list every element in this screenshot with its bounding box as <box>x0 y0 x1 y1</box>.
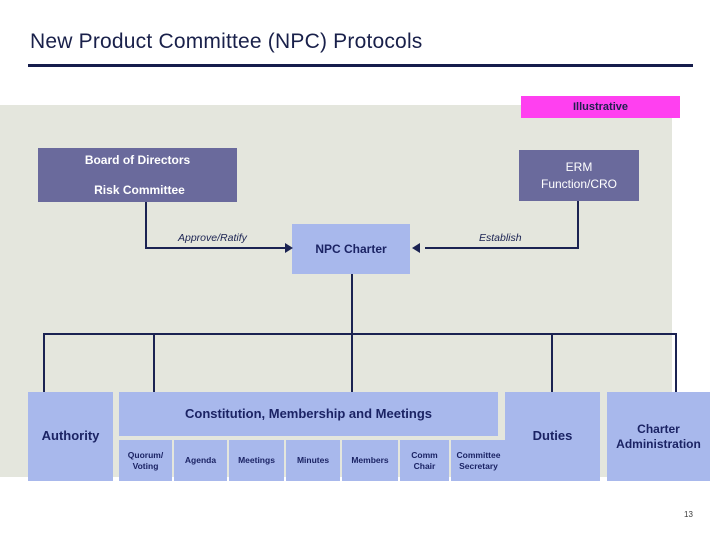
box-board-line1: Board of Directors <box>84 153 191 167</box>
connector-drop-constitution <box>153 333 155 392</box>
connector-drop-center <box>351 333 353 392</box>
title-divider <box>28 64 693 67</box>
connector-board-horizontal <box>145 247 288 249</box>
box-authority[interactable]: Authority <box>28 392 113 481</box>
connector-erm-horizontal <box>425 247 579 249</box>
edge-label-establish: Establish <box>479 232 522 244</box>
box-erm-line2: Function/CRO <box>540 176 618 191</box>
connector-drop-authority <box>43 333 45 392</box>
box-charter-admin-line2: Administration <box>616 436 701 451</box>
subbox-committee-secretary-line1: Committee <box>456 449 501 460</box>
edge-label-approve-ratify: Approve/Ratify <box>178 232 247 244</box>
box-authority-label: Authority <box>41 428 100 444</box>
constitution-subitem-row: Quorum/ Voting Agenda Meetings Minutes M… <box>119 440 506 481</box>
box-duties[interactable]: Duties <box>505 392 600 481</box>
subbox-comm-chair-line2: Chair <box>413 460 436 471</box>
box-npc-charter[interactable]: NPC Charter <box>292 224 410 274</box>
subbox-meetings-label: Meetings <box>238 455 275 466</box>
box-constitution-membership-meetings[interactable]: Constitution, Membership and Meetings <box>119 392 498 436</box>
box-npc-charter-label: NPC Charter <box>315 241 387 256</box>
box-board-line2: Risk Committee <box>94 183 185 197</box>
subbox-minutes-label: Minutes <box>296 455 330 466</box>
box-charter-admin-line1: Charter <box>637 421 680 436</box>
box-board-of-directors[interactable]: Board of Directors Risk Committee <box>38 148 237 202</box>
subbox-comm-chair-line1: Comm <box>411 449 438 460</box>
subbox-quorum-voting[interactable]: Quorum/ Voting <box>119 440 172 481</box>
subbox-quorum-voting-line2: Voting <box>132 460 159 471</box>
page-number: 13 <box>684 510 693 519</box>
subbox-committee-secretary-line2: Secretary <box>459 460 498 471</box>
subbox-members-label: Members <box>351 455 389 466</box>
subbox-members[interactable]: Members <box>342 440 398 481</box>
subbox-agenda[interactable]: Agenda <box>174 440 227 481</box>
subbox-agenda-label: Agenda <box>184 455 217 466</box>
status-badge: Illustrative <box>521 96 680 118</box>
box-erm-function-cro[interactable]: ERM Function/CRO <box>519 150 639 201</box>
box-duties-label: Duties <box>532 428 573 444</box>
connector-drop-duties <box>551 333 553 392</box>
subbox-committee-secretary[interactable]: Committee Secretary <box>451 440 506 481</box>
connector-erm-vertical <box>577 201 579 249</box>
box-constitution-label: Constitution, Membership and Meetings <box>184 405 432 421</box>
subbox-quorum-voting-line1: Quorum/ <box>127 449 164 460</box>
connector-drop-charter-admin <box>675 333 677 392</box>
connector-charter-down <box>351 274 353 334</box>
subbox-comm-chair[interactable]: Comm Chair <box>400 440 449 481</box>
arrowhead-board-to-charter <box>285 243 293 253</box>
subbox-minutes[interactable]: Minutes <box>286 440 340 481</box>
arrowhead-erm-to-charter <box>412 243 420 253</box>
connector-distribution-bar <box>43 333 677 335</box>
subbox-meetings[interactable]: Meetings <box>229 440 284 481</box>
connector-board-vertical <box>145 202 147 249</box>
page-title: New Product Committee (NPC) Protocols <box>30 30 423 53</box>
box-erm-line1: ERM <box>565 159 593 174</box>
box-charter-administration[interactable]: Charter Administration <box>607 392 710 481</box>
